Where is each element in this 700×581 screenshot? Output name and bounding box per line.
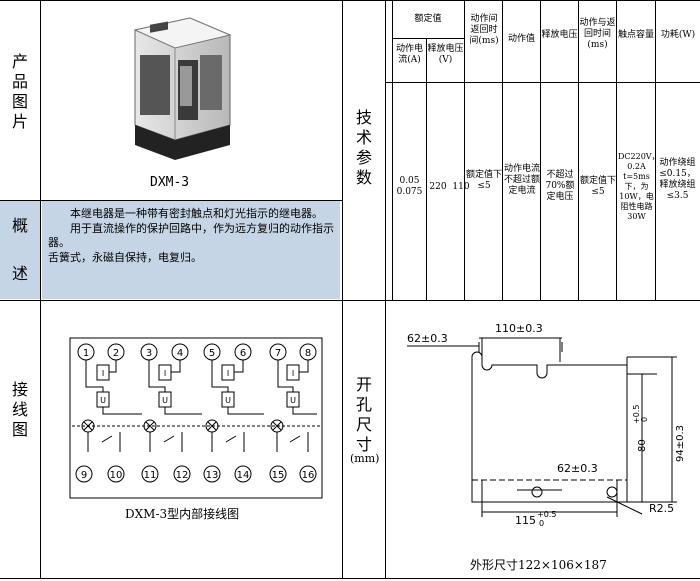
terminal-label-5: 5 (209, 348, 215, 359)
tech-grid-v1 (392, 0, 393, 300)
terminal-label-9: 9 (81, 470, 87, 481)
coil-label-U-4: U (290, 396, 296, 405)
overview-text: 本继电器是一种带有密封触点和灯光指示的继电器。 用于直流操作的保护回路中，作为远… (42, 201, 340, 299)
terminal-13 (203, 465, 221, 483)
hdr-op-return-time: 动作间返回时间(ms) (469, 14, 499, 46)
overview-paragraph-2: 用于直流操作的保护回路中，作为远方复归的动作指示器。 (48, 221, 334, 250)
cutout-drawing: 62±0.3 110±0.3 80 +0.5 0 94±0.3 62±0.3 1… (407, 322, 686, 528)
overview-label-top: 概 (11, 216, 28, 235)
row-divider-2 (0, 300, 700, 301)
image-label: 产品图片 (11, 52, 28, 131)
cutout-unit: (mm) (350, 452, 380, 465)
coil-label-I-1: I (102, 369, 104, 378)
terminal-11 (141, 465, 159, 483)
terminal-label-1: 1 (83, 348, 89, 359)
terminal-14 (234, 465, 252, 483)
val-contact: DC220V，0.2A t=5ms下，为10W，电阻性电路30W (618, 152, 660, 221)
terminal-label-13: 13 (206, 470, 219, 481)
overview-label-bottom: 述 (11, 264, 28, 283)
val-power: 动作绕组≤0.15，释放绕组≤3.5 (659, 158, 696, 201)
terminal-10 (107, 465, 125, 483)
tech-grid-h2 (385, 82, 700, 83)
terminal-label-10: 10 (110, 470, 123, 481)
overview-paragraph-3: 舌簧式，永磁自保持，电复归。 (48, 250, 202, 264)
hdr-power: 功耗(W) (660, 30, 696, 40)
col-divider-mid2 (385, 0, 386, 579)
row-divider-left-1 (0, 200, 343, 201)
val-time: 110 (452, 182, 470, 192)
outline-size: 外形尺寸122×106×187 (470, 558, 607, 572)
coil-label-I-2: I (164, 369, 166, 378)
dim-62-bottom: 62±0.3 (557, 462, 598, 475)
coil-label-U-2: U (162, 396, 168, 405)
dim-115-tol-zero: 0 (539, 519, 544, 528)
terminal-label-3: 3 (146, 348, 152, 359)
relay-product-image (133, 17, 232, 160)
dim-94: 94±0.3 (675, 425, 686, 462)
wiring-caption: DXM-3型内部接线图 (125, 507, 240, 521)
outer-border-top (0, 0, 700, 1)
coil-label-U-3: U (225, 396, 231, 405)
terminal-label-11: 11 (144, 470, 157, 481)
terminal-label-16: 16 (302, 470, 315, 481)
cutout-label: 开孔尺寸 (355, 375, 372, 454)
hdr-release-voltage: 释放电压(V) (427, 44, 464, 65)
tech-grid-v3 (464, 0, 465, 300)
dim-115-tol-plus: +0.5 (537, 510, 556, 519)
terminal-12 (173, 465, 191, 483)
dim-115: 115 (515, 514, 536, 527)
overview-paragraph-1: 本继电器是一种带有密封触点和灯光指示的继电器。 (70, 207, 323, 220)
terminal-15 (269, 465, 287, 483)
outer-border-bottom (0, 578, 700, 579)
val-op: 动作电流不超过额定电流 (504, 164, 541, 196)
terminal-label-12: 12 (176, 470, 189, 481)
dim-80: 80 (637, 439, 648, 452)
tech-grid-v7 (616, 0, 617, 300)
dim-62-top: 62±0.3 (407, 332, 448, 345)
coil-label-I-4: I (292, 369, 294, 378)
tech-grid-v4 (502, 0, 503, 300)
terminal-label-7: 7 (275, 348, 281, 359)
terminal-label-8: 8 (305, 348, 311, 359)
tech-label: 技术参数 (355, 108, 372, 187)
val-time-limit: 额定值下≤5 (466, 170, 503, 191)
coil-label-U-1: U (100, 396, 106, 405)
val-release: 不超过70%额定电压 (545, 170, 575, 202)
col-divider-left (40, 0, 41, 579)
terminal-label-6: 6 (240, 348, 246, 359)
hdr-rated: 额定值 (414, 14, 442, 24)
terminal-label-4: 4 (177, 348, 183, 359)
hdr-op-value: 动作值 (507, 34, 535, 44)
terminal-label-2: 2 (113, 348, 119, 359)
tech-grid-v6 (578, 0, 579, 300)
dim-80-tol-zero: 0 (640, 417, 649, 422)
terminal-label-15: 15 (272, 470, 285, 481)
terminal-9 (75, 465, 93, 483)
val-current: 0.05 0.075 (396, 176, 423, 197)
hdr-contact: 触点容量 (617, 30, 654, 40)
dim-80-tol-plus: +0.5 (632, 405, 641, 424)
val-op-return: 额定值下≤5 (580, 176, 617, 197)
bottom-terminal-group (75, 465, 317, 483)
val-voltage: 220 (429, 182, 447, 192)
wiring-label: 接线图 (11, 380, 28, 439)
tech-grid-v2 (426, 38, 427, 300)
terminal-16 (299, 465, 317, 483)
tech-grid-v5 (540, 0, 541, 300)
tech-grid-h1 (392, 38, 464, 39)
terminal-label-14: 14 (237, 470, 250, 481)
tech-grid-v8 (655, 0, 656, 300)
model-name: DXM-3 (150, 175, 190, 190)
dim-r: R2.5 (649, 502, 674, 515)
coil-label-I-3: I (227, 369, 229, 378)
hdr-op-current: 动作电流(A) (395, 44, 423, 65)
hdr-op-return-time2: 动作与返回时间(ms) (579, 18, 616, 50)
col-divider-mid (342, 0, 343, 579)
dim-110: 110±0.3 (495, 322, 543, 335)
hdr-release: 释放电压 (541, 30, 578, 40)
overview-label-bg (0, 201, 40, 299)
